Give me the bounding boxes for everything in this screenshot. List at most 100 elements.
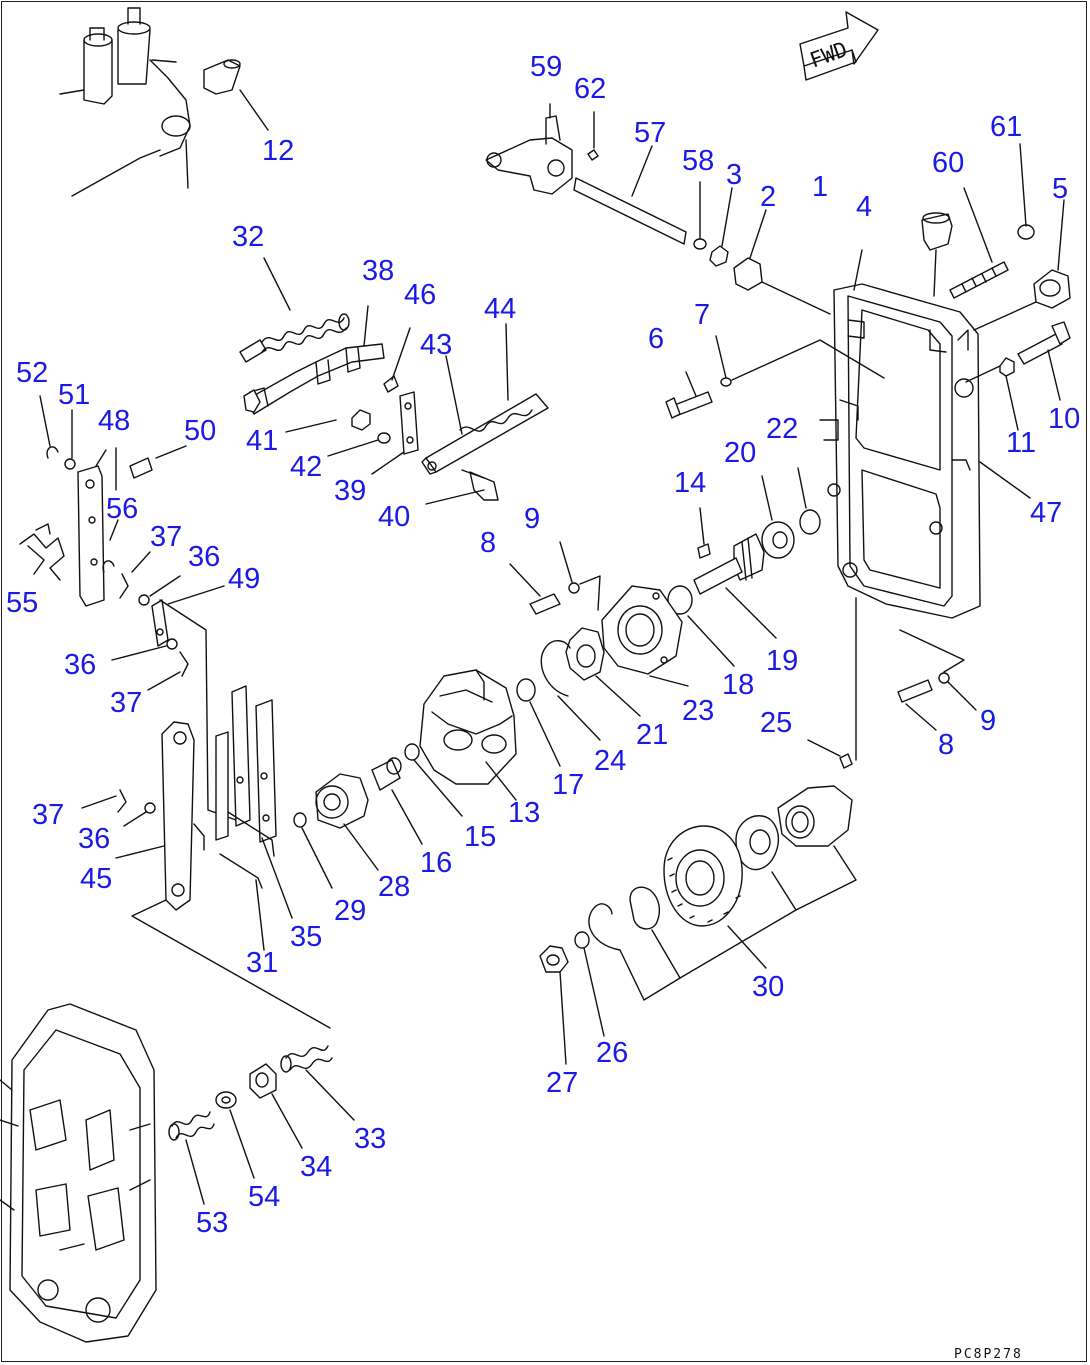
part-10-bolt	[1017, 321, 1071, 401]
callout-labels: 1 2 3 4 5 6 7 8 8 9 9 10 11 12 13 14 15 …	[6, 51, 1080, 1239]
callout-36-upper: 36	[188, 541, 220, 573]
callout-47: 47	[1030, 497, 1062, 529]
part-4-plug	[921, 212, 953, 297]
part-59-lever	[485, 103, 573, 195]
part-29-washer	[293, 812, 333, 889]
callout-19: 19	[766, 645, 798, 677]
part-55-spring	[19, 523, 65, 581]
part-57-rod	[573, 145, 687, 245]
callout-37-lower: 37	[32, 799, 64, 831]
callout-62: 62	[574, 73, 606, 105]
part-51-washer	[64, 409, 76, 470]
part-23-housing	[601, 585, 689, 687]
callout-6: 6	[648, 323, 664, 355]
drawing-code: PC8P278	[954, 1347, 1023, 1362]
callout-38: 38	[362, 255, 394, 287]
part-48-lever	[77, 447, 117, 607]
part-45-lever	[115, 721, 331, 1029]
part-15-ring	[404, 743, 463, 817]
part-18-snap-ring	[667, 585, 735, 667]
callout-9-left: 9	[524, 503, 540, 535]
callout-31: 31	[246, 947, 278, 979]
callout-18: 18	[722, 669, 754, 701]
part-14-key	[697, 507, 711, 559]
callout-7: 7	[694, 299, 710, 331]
part-34-nut	[249, 1063, 303, 1149]
part-39-bracket	[371, 391, 419, 475]
part-3-nut	[709, 187, 733, 267]
part-19-shaft	[693, 533, 777, 639]
part-5-nut	[973, 199, 1071, 331]
part-30-hub	[588, 785, 857, 1001]
callout-25: 25	[760, 707, 792, 739]
callout-37-middle: 37	[110, 687, 142, 719]
part-46-clip	[383, 327, 411, 393]
callout-51: 51	[58, 379, 90, 411]
callout-10: 10	[1048, 403, 1080, 435]
part-36-washer-upper	[138, 575, 181, 606]
fwd-label: FWD	[807, 37, 851, 73]
callout-20: 20	[724, 437, 756, 469]
part-33-spring	[280, 1045, 355, 1121]
callout-12: 12	[262, 135, 294, 167]
callout-60: 60	[932, 147, 964, 179]
part-40-bolt	[425, 469, 499, 505]
callout-43: 43	[420, 329, 452, 361]
part-27-nut	[539, 945, 569, 1065]
callout-2: 2	[760, 181, 776, 213]
callout-15: 15	[464, 821, 496, 853]
part-8-bolt-right	[897, 679, 937, 731]
callout-45: 45	[80, 863, 112, 895]
part-24-snap-ring	[540, 640, 601, 741]
part-7-washer	[715, 335, 885, 387]
callout-39: 39	[334, 475, 366, 507]
callout-27: 27	[546, 1067, 578, 1099]
part-12-plug	[203, 59, 269, 131]
callout-23: 23	[682, 695, 714, 727]
callout-37-upper: 37	[150, 521, 182, 553]
callout-57: 57	[634, 117, 666, 149]
callout-42: 42	[290, 451, 322, 483]
callout-4: 4	[856, 191, 872, 223]
callout-44: 44	[484, 293, 516, 325]
part-37-clip-upper	[119, 551, 151, 599]
callout-13: 13	[508, 797, 540, 829]
callout-40: 40	[378, 501, 410, 533]
pump-top-partial	[59, 7, 191, 197]
part-36-washer-middle	[111, 638, 178, 661]
part-43-44-shaft	[421, 323, 549, 475]
callout-5: 5	[1052, 173, 1068, 205]
part-31-spring-pin	[219, 853, 265, 951]
part-58-washer	[693, 181, 707, 250]
part-62-pin	[587, 111, 599, 161]
callout-50: 50	[184, 415, 216, 447]
part-11-washer	[965, 357, 1019, 431]
callout-52: 52	[16, 357, 48, 389]
callout-41: 41	[246, 425, 278, 457]
callout-53: 53	[196, 1207, 228, 1239]
callout-36-middle: 36	[64, 649, 96, 681]
callout-21: 21	[636, 719, 668, 751]
part-52-clip	[39, 395, 59, 459]
callout-8-left: 8	[480, 527, 496, 559]
part-42-washer	[327, 432, 391, 457]
part-37-clip-lower	[81, 789, 127, 813]
callout-26: 26	[596, 1037, 628, 1069]
callout-61: 61	[990, 111, 1022, 143]
callout-8-right: 8	[938, 729, 954, 761]
callout-33: 33	[354, 1123, 386, 1155]
part-38-lever	[245, 305, 385, 415]
part-28-gear	[315, 773, 379, 871]
part-50-pin	[129, 445, 187, 479]
callout-22: 22	[766, 413, 798, 445]
part-37-clip-middle	[147, 651, 189, 691]
part-41-plate	[243, 389, 337, 433]
callout-46: 46	[404, 279, 436, 311]
callout-55: 55	[6, 587, 38, 619]
part-26-washer	[574, 931, 605, 1037]
part-56-pin	[102, 519, 119, 573]
part-36-washer-lower	[123, 802, 156, 827]
part-2-bushing	[733, 209, 831, 315]
